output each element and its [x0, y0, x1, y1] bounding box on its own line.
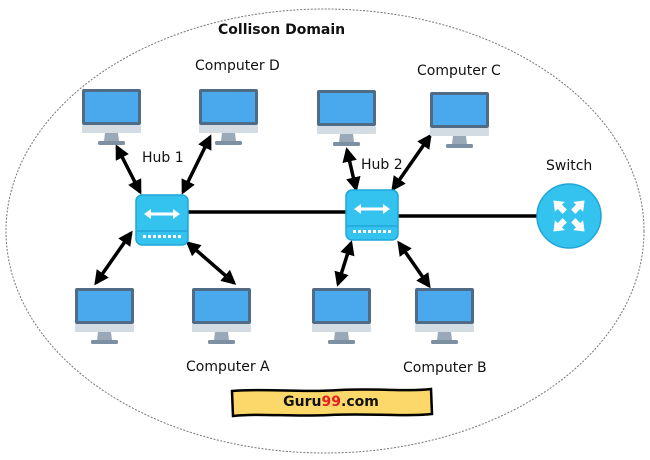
arrow-hub1-pc-bl1	[94, 230, 133, 286]
collision-domain-boundary	[5, 8, 645, 454]
arrow-hub2-pc-br1	[334, 240, 355, 287]
label-hub-2: Hub 2	[361, 157, 403, 173]
computer-bottom-middle-icon	[312, 288, 371, 344]
computer-d-icon	[199, 89, 258, 145]
logo-prefix: Guru	[283, 394, 322, 410]
computer-bottom-left-icon	[75, 288, 134, 344]
label-computer-a: Computer A	[186, 359, 270, 375]
label-computer-c: Computer C	[417, 63, 501, 79]
computer-top-middle-icon	[317, 90, 376, 146]
computer-a-icon	[192, 288, 251, 344]
arrow-hub1-pc-a	[185, 241, 237, 285]
label-computer-d: Computer D	[195, 58, 280, 74]
computer-c-icon	[430, 92, 489, 148]
logo-number: 99	[321, 394, 341, 410]
arrow-hub1-pc-d	[181, 134, 212, 195]
arrow-hub2-pc-b	[397, 240, 431, 289]
hub-2-icon	[344, 188, 400, 242]
computer-top-left-icon	[82, 89, 141, 145]
diagram-title: Collison Domain	[218, 22, 346, 38]
hub-1-icon	[134, 193, 190, 247]
label-computer-b: Computer B	[403, 360, 487, 376]
switch-icon	[536, 183, 602, 249]
label-switch: Switch	[546, 158, 593, 174]
computer-b-icon	[415, 288, 474, 344]
arrow-hub2-pc-tr1	[342, 147, 361, 192]
arrow-hub2-pc-c	[391, 133, 432, 192]
logo-banner	[230, 387, 434, 418]
label-hub-1: Hub 1	[142, 150, 184, 166]
logo-suffix: .com	[341, 394, 379, 410]
arrow-hub1-pc-tl1	[115, 144, 142, 195]
